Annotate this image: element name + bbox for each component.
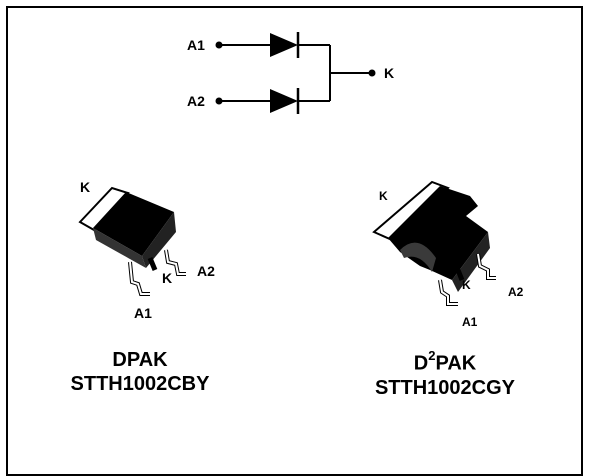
d2pak-k-center-label: K — [462, 278, 471, 292]
d2pak-part-number: STTH1002CGY — [374, 376, 516, 399]
dpak-caption: DPAK STTH1002CBY — [60, 348, 220, 396]
d2pak-k-tab-label: K — [379, 189, 388, 203]
dpak-k-tab-label: K — [80, 179, 90, 195]
diagram-canvas: A1 A2 K K K A2 A1 K K A2 A1 — [78, 32, 524, 329]
dpak-k-center-label: K — [162, 270, 172, 286]
d2pak-package-icon — [372, 180, 496, 306]
dpak-part-number: STTH1002CBY — [70, 373, 210, 395]
dpak-a2-label: A2 — [197, 263, 215, 279]
d2pak-a1-label: A1 — [462, 315, 478, 329]
dpak-package-name: DPAK — [112, 349, 168, 371]
d2pak-caption: D2PAK STTH1002CGY — [360, 346, 530, 400]
schematic-a2-label: A2 — [187, 93, 205, 109]
dpak-package-icon — [78, 186, 186, 296]
cathode-terminal-dot — [368, 69, 376, 77]
schematic-a1-label: A1 — [187, 37, 205, 53]
diode-1-icon — [270, 33, 298, 57]
dpak-a1-label: A1 — [134, 305, 152, 321]
diode-2-icon — [270, 89, 298, 113]
schematic: A1 A2 K — [187, 32, 394, 114]
d2pak-package-name: D2PAK — [413, 348, 477, 375]
schematic-k-label: K — [384, 65, 394, 81]
d2pak-a2-label: A2 — [508, 285, 524, 299]
